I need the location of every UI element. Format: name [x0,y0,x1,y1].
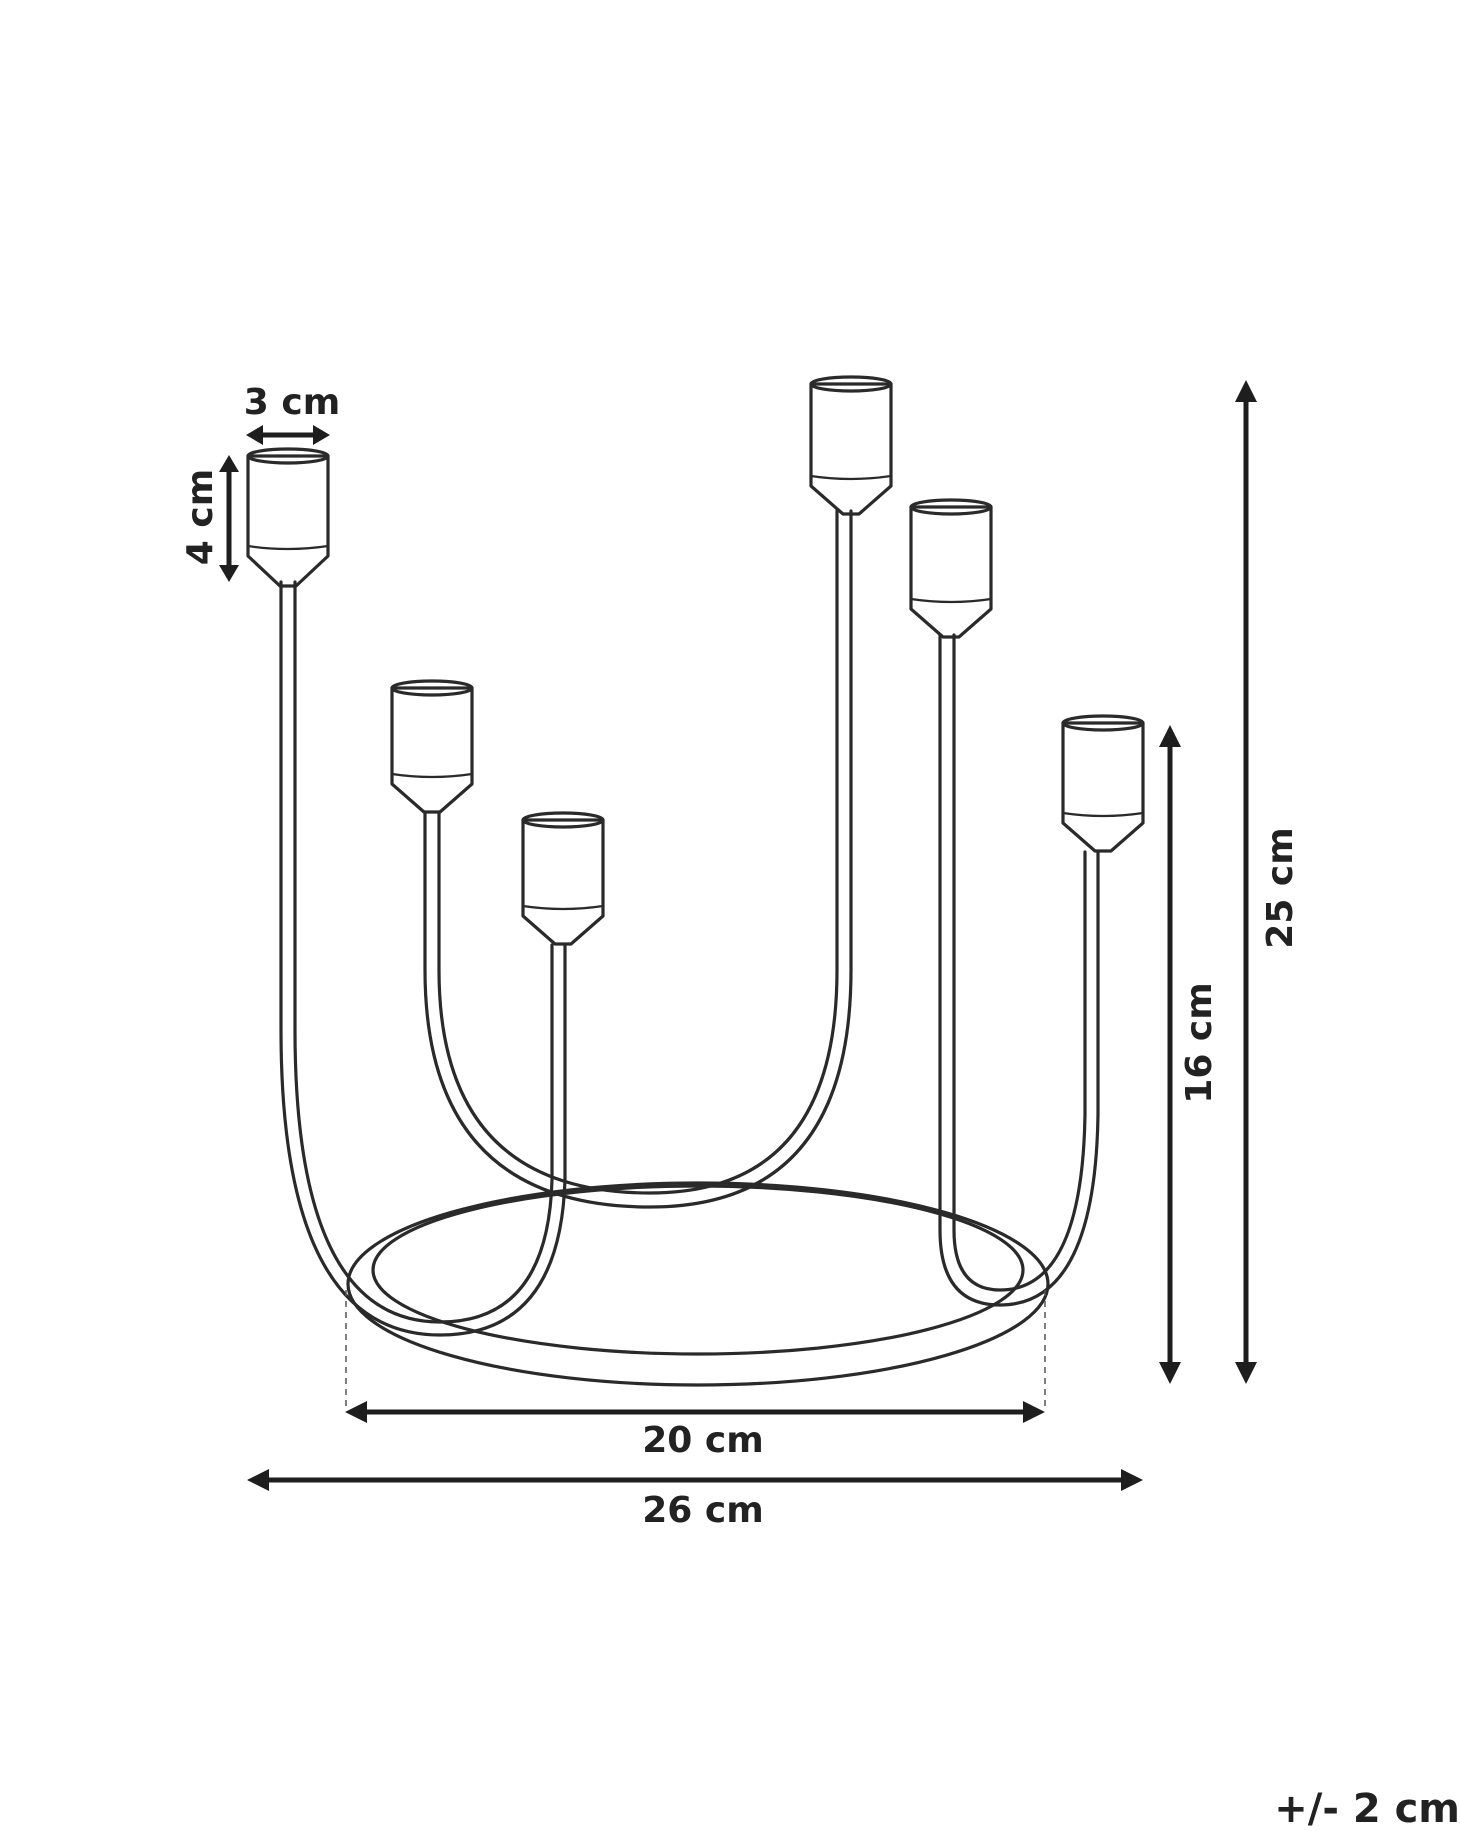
cup-tall-center [809,375,893,516]
tolerance-label: +/- 2 cm [1274,1786,1460,1826]
arm-far-left [279,580,567,1337]
cup-height-label: 4 cm [180,469,221,565]
arrowhead [1159,1362,1181,1384]
arm-mid-left-to-tall-inner [437,509,839,1195]
arrowhead [1159,725,1181,747]
cup-width-label: 3 cm [244,382,340,423]
arrowhead [247,1469,269,1491]
arm-right-pair-inner [952,633,1087,1292]
total-width-label: 26 cm [642,1490,763,1531]
arrowhead [1023,1401,1045,1423]
cup-mid-left [390,679,474,814]
arm-right-pair [938,633,1100,1307]
arm-height-label: 16 cm [1179,982,1220,1103]
arm-mid-left-to-tall [423,509,853,1209]
total-height-label: 25 cm [1260,827,1301,948]
base-ring [346,1181,1050,1387]
arrowhead [246,425,263,445]
arms [279,509,1100,1337]
arrowhead [1235,380,1257,402]
arrowhead [219,565,239,582]
cup-center [521,811,605,946]
dimension-lines [219,380,1257,1491]
candle-cups [246,375,1145,946]
cup-far-right [1061,714,1145,853]
cup-right-upper [909,498,993,639]
base-width-label: 20 cm [642,1420,763,1461]
cup-far-left [246,447,330,588]
arm-far-left-inner [293,580,554,1324]
arrowhead [313,425,330,445]
arrowhead [219,455,239,472]
arrowhead [1235,1362,1257,1384]
arrowhead [1121,1469,1143,1491]
arrowhead [345,1401,367,1423]
